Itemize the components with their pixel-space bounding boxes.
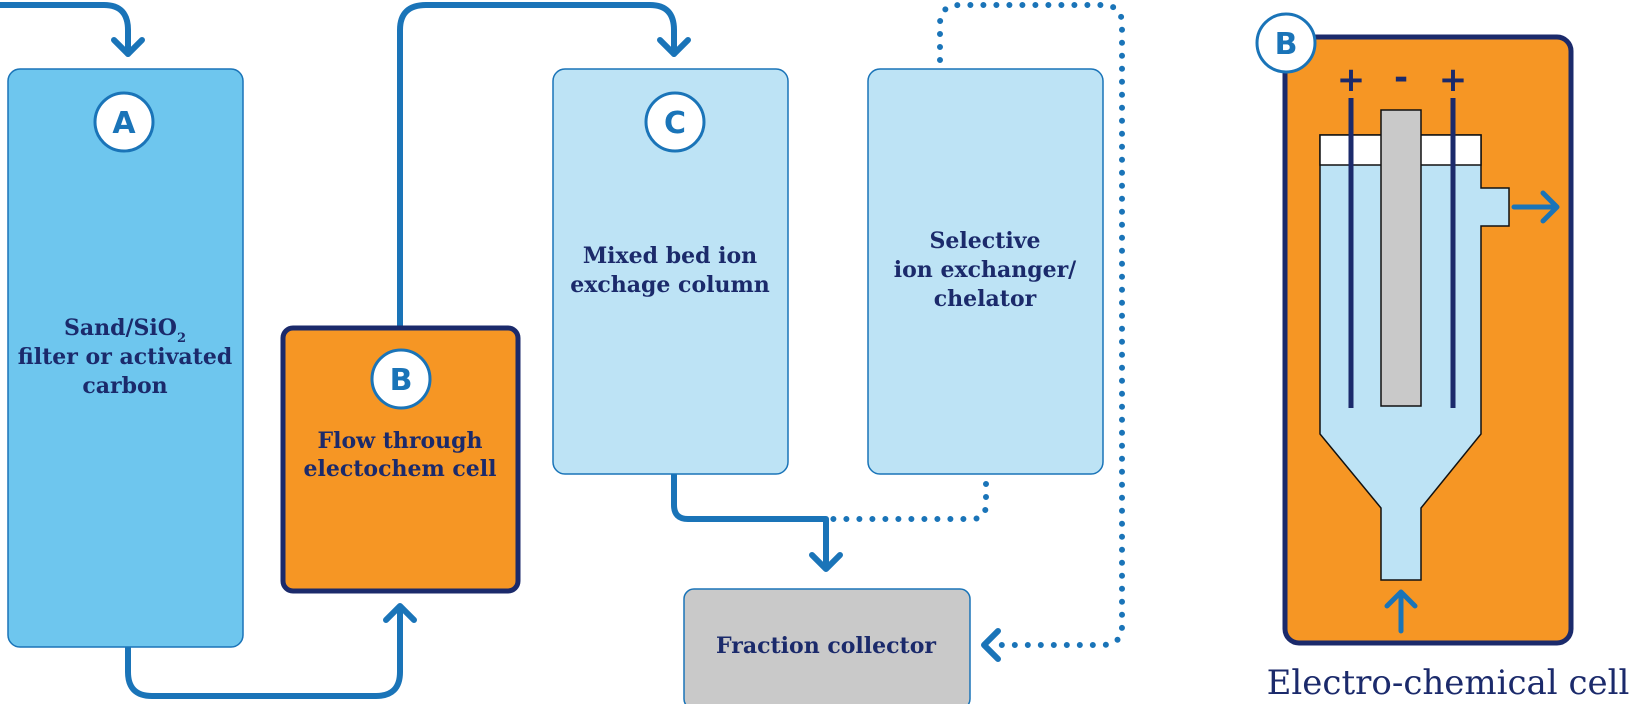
badge-b-detail: B <box>1255 12 1317 74</box>
b-to-c-line <box>397 2 677 329</box>
inflow-arrow <box>1384 589 1418 634</box>
fraction-collector-label: Fraction collector <box>716 633 936 659</box>
filter-label-main: Sand/SiO <box>64 315 177 341</box>
a-to-b-line <box>125 605 403 699</box>
badge-a-text: A <box>112 106 136 141</box>
selective-loop-dotted <box>937 2 1125 648</box>
loop-to-collector-arrowhead <box>981 628 1001 662</box>
c-to-collector-line <box>671 472 829 571</box>
selective-box: Selective ion exchanger/ chelator <box>867 68 1104 475</box>
sign-left: + <box>1337 60 1366 100</box>
detail-caption: Electro-chemical cell <box>1267 663 1630 703</box>
badge-b-detail-text: B <box>1275 27 1298 62</box>
cell-label-line1: Flow through <box>317 428 482 454</box>
filter-box: A Sand/SiO2 filter or activated carbon <box>7 68 244 648</box>
inlet-arrowhead <box>111 37 145 57</box>
outflow-arrow <box>1511 190 1560 224</box>
cell-box: B Flow through electochem cell <box>280 325 521 594</box>
selective-label-line1: Selective <box>930 228 1041 254</box>
inlet-line <box>0 2 131 57</box>
center-electrode <box>1380 109 1422 407</box>
badge-c-text: C <box>664 106 686 141</box>
sign-center: - <box>1394 58 1408 98</box>
selective-label-line3: chelator <box>934 286 1037 312</box>
selective-label-line2: ion exchanger/ <box>894 257 1077 283</box>
badge-b: B <box>370 348 432 410</box>
c-to-collector-arrowhead <box>809 552 843 572</box>
mixed-bed-label-line1: Mixed bed ion <box>583 243 757 269</box>
badge-a: A <box>93 91 155 153</box>
fraction-collector-box: Fraction collector <box>683 588 971 704</box>
selective-to-collector-dotted <box>829 481 989 522</box>
a-to-b-arrowhead <box>383 603 417 623</box>
filter-label-line3: carbon <box>82 373 167 399</box>
connectors <box>0 2 1125 699</box>
badge-b-text: B <box>390 363 413 398</box>
electrochemical-cell-detail: + - + B Electro-chemical cell <box>1255 12 1630 703</box>
sign-right: + <box>1439 60 1468 100</box>
mixed-bed-box: C Mixed bed ion exchage column <box>552 68 789 475</box>
badge-c: C <box>644 91 706 153</box>
filter-label-subscript: 2 <box>177 331 186 346</box>
mixed-bed-label-line2: exchage column <box>570 272 770 298</box>
filter-label-line2: filter or activated <box>18 344 232 370</box>
filter-label-line1: Sand/SiO2 <box>64 315 186 346</box>
cell-label-line2: electochem cell <box>303 456 496 482</box>
b-to-c-arrowhead <box>657 37 691 57</box>
